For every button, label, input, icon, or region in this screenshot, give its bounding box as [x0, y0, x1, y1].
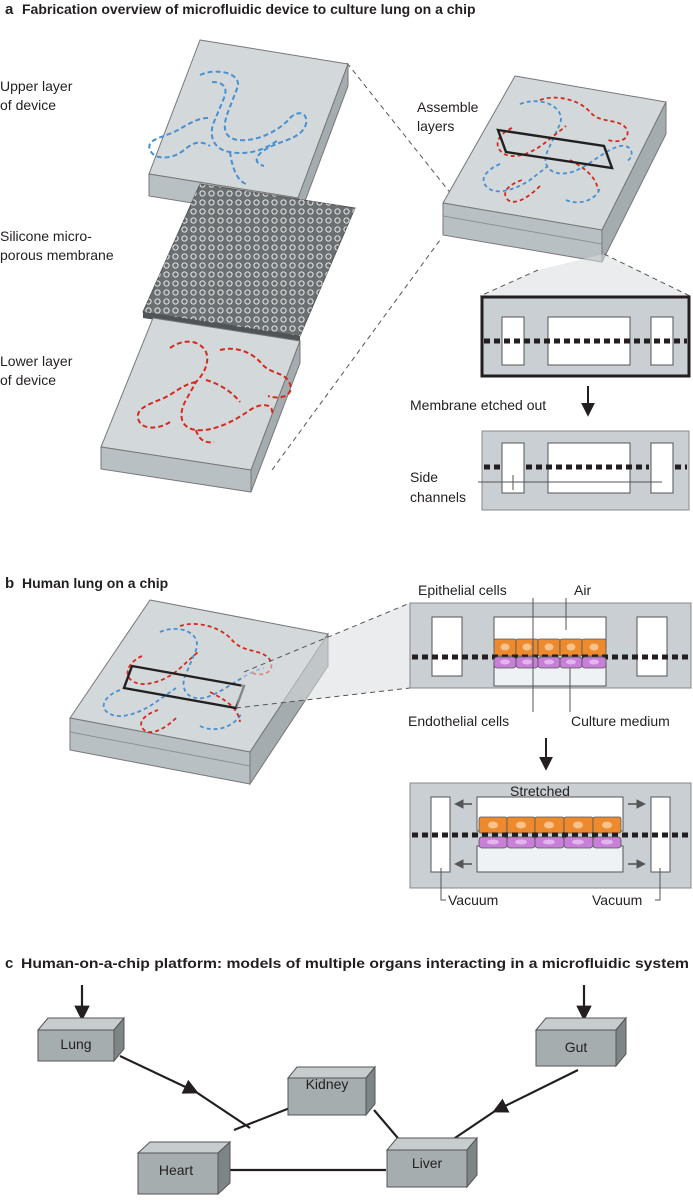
- organ-liver-label: Liver: [412, 1155, 443, 1171]
- assembled-device-cut-plane: [496, 128, 614, 170]
- lower-layer-slab: [100, 317, 301, 493]
- panel-c-title: Human-on-a-chip platform: models of mult…: [21, 955, 689, 971]
- upper-layer-label-2: of device: [0, 97, 56, 113]
- lower-red-channel: [136, 340, 292, 444]
- endothelial-label: Endothelial cells: [408, 713, 509, 729]
- organ-gut: Gut: [534, 1016, 628, 1068]
- label-leader-lines: [532, 598, 571, 712]
- upper-blue-channel: [148, 70, 308, 185]
- stretched-label: Stretched: [510, 783, 570, 799]
- upper-layer-label-1: Upper layer: [0, 78, 73, 94]
- porous-membrane: [142, 183, 356, 342]
- panel-a-letter: a: [5, 1, 14, 18]
- membrane-label-1: Silicone micro-: [0, 228, 92, 244]
- vacuum-leader-lines: [440, 868, 661, 901]
- panel-a-title: Fabrication overview of microfluidic dev…: [22, 1, 476, 17]
- organ-lung: Lung: [36, 1016, 126, 1063]
- membrane-label-2: porous membrane: [0, 247, 114, 263]
- vacuum-left-label: Vacuum: [448, 892, 498, 908]
- vacuum-right-label: Vacuum: [592, 892, 642, 908]
- cross-section-intact: [480, 295, 691, 378]
- organ-liver: Liver: [385, 1136, 479, 1189]
- lower-layer-label-2: of device: [0, 372, 56, 388]
- endothelial-cell-layer-stretched: [478, 836, 622, 849]
- organ-heart-label: Heart: [159, 1162, 193, 1178]
- panel-b-letter: b: [5, 575, 14, 592]
- epithelial-cell-layer: [493, 638, 607, 657]
- assembled-zoom-wedge: [479, 253, 691, 297]
- side-channels-label-1: Side: [410, 469, 438, 485]
- stretch-arrows: [454, 799, 646, 869]
- air-label: Air: [574, 582, 591, 598]
- organ-kidney: Kidney: [286, 1065, 377, 1117]
- lung-cross-section-resting: [409, 598, 692, 712]
- lung-cross-section-stretched: [409, 782, 692, 901]
- organ-heart: Heart: [136, 1140, 232, 1196]
- organ-gut-label: Gut: [565, 1039, 588, 1055]
- endothelial-cell-layer: [493, 656, 607, 669]
- etched-label: Membrane etched out: [410, 397, 546, 413]
- lung-chip-zoom-wedge: [235, 602, 411, 709]
- assembled-device: [442, 75, 667, 263]
- organ-lung-label: Lung: [60, 1036, 91, 1052]
- panel-c-letter: c: [5, 955, 13, 972]
- lower-layer-label-1: Lower layer: [0, 353, 73, 369]
- epithelial-label: Epithelial cells: [418, 582, 507, 598]
- epithelial-cell-layer-stretched: [478, 816, 622, 834]
- assemble-label-2: layers: [417, 118, 454, 134]
- culture-label: Culture medium: [571, 713, 670, 729]
- assemble-label-1: Assemble: [417, 99, 479, 115]
- panel-b-title: Human lung on a chip: [22, 575, 168, 591]
- layer-zoom-guides: [271, 62, 453, 471]
- lung-chip-device: [69, 599, 329, 786]
- cross-section-etched: [478, 430, 690, 511]
- organ-kidney-label: Kidney: [306, 1076, 349, 1092]
- side-channels-label-2: channels: [410, 489, 466, 505]
